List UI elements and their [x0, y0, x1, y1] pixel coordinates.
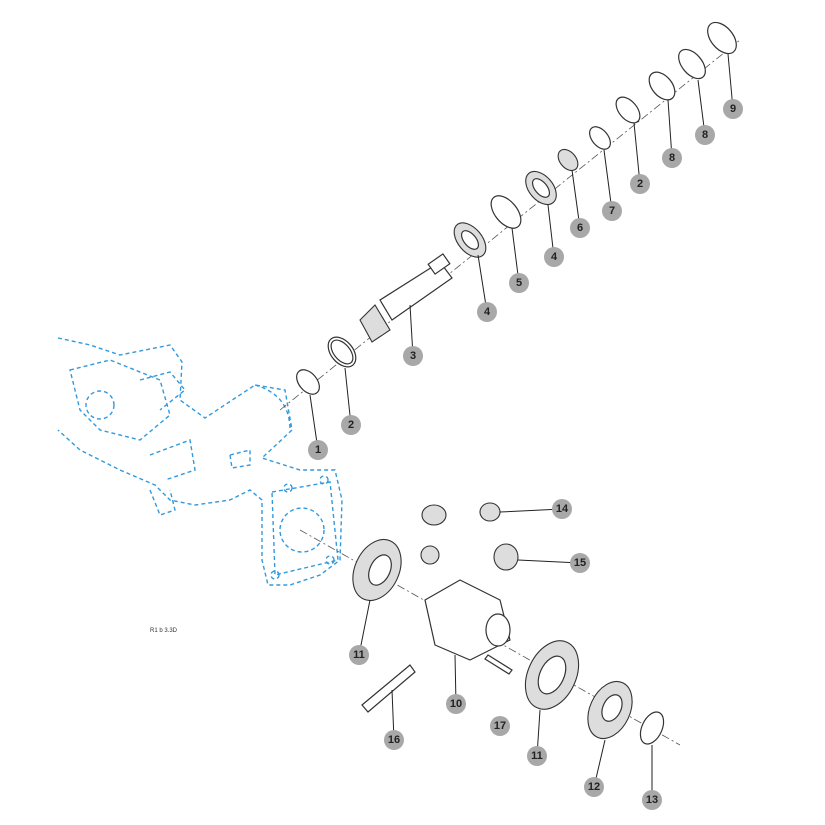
- svg-text:16: 16: [388, 734, 400, 746]
- circlip-8b: [678, 48, 706, 80]
- pinion-shaft-3: [379, 261, 453, 321]
- callout-4b: 4: [544, 247, 564, 267]
- spacer-5: [490, 195, 522, 229]
- svg-text:2: 2: [348, 419, 354, 431]
- svg-text:1: 1: [315, 444, 321, 456]
- svg-text:7: 7: [609, 205, 615, 217]
- circlip-13: [639, 711, 665, 745]
- differential-parts: [352, 502, 665, 745]
- svg-text:4: 4: [551, 251, 558, 263]
- callout-7: 7: [602, 201, 622, 221]
- o-ring-7: [589, 126, 611, 150]
- svg-text:14: 14: [556, 503, 569, 515]
- callout-10: 10: [446, 694, 466, 714]
- svg-text:12: 12: [588, 781, 600, 793]
- o-ring-1: [296, 369, 320, 395]
- svg-text:9: 9: [730, 103, 736, 115]
- shaft-16: [361, 664, 416, 713]
- svg-text:10: 10: [450, 698, 462, 710]
- callout-2b: 2: [630, 174, 650, 194]
- svg-text:4: 4: [484, 306, 491, 318]
- svg-text:11: 11: [531, 750, 543, 762]
- callout-2: 2: [341, 415, 361, 435]
- svg-text:2: 2: [637, 178, 643, 190]
- callout-8: 8: [662, 148, 682, 168]
- callout-11: 11: [349, 645, 369, 665]
- callout-16: 16: [384, 730, 404, 750]
- svg-text:11: 11: [353, 649, 365, 661]
- callout-14: 14: [552, 499, 572, 519]
- reference-code: R1 b 3.3D: [150, 628, 178, 634]
- callout-13: 13: [642, 790, 662, 810]
- callout-4: 4: [477, 302, 497, 322]
- callout-6: 6: [570, 218, 590, 238]
- pinion-gear-3: [359, 304, 391, 343]
- svg-text:3: 3: [410, 350, 416, 362]
- pin-17: [484, 654, 513, 675]
- svg-text:8: 8: [669, 152, 675, 164]
- shim-ring-2b: [615, 96, 641, 124]
- side-gear-14a: [421, 504, 447, 526]
- circlip-8a: [648, 71, 676, 101]
- pinion-gear-15a: [420, 545, 440, 565]
- axle-housing-outline: [57, 337, 343, 586]
- callout-17: 17: [490, 716, 510, 736]
- nut-6: [557, 148, 579, 172]
- callout-9: 9: [723, 99, 743, 119]
- svg-text:8: 8: [702, 129, 708, 141]
- svg-text:6: 6: [577, 222, 583, 234]
- svg-text:15: 15: [574, 557, 586, 569]
- pinion-parts: [296, 21, 737, 395]
- callout-12: 12: [584, 777, 604, 797]
- svg-text:13: 13: [646, 794, 658, 806]
- svg-text:5: 5: [516, 277, 522, 289]
- svg-text:17: 17: [494, 720, 506, 732]
- callout-1: 1: [308, 440, 328, 460]
- side-gear-14b: [479, 502, 501, 522]
- pinion-gear-15b: [493, 543, 519, 571]
- callout-8b: 8: [695, 125, 715, 145]
- callout-15: 15: [570, 553, 590, 573]
- callout-5: 5: [509, 273, 529, 293]
- callout-11b: 11: [527, 746, 547, 766]
- cap-9: [707, 21, 737, 55]
- callout-3: 3: [403, 346, 423, 366]
